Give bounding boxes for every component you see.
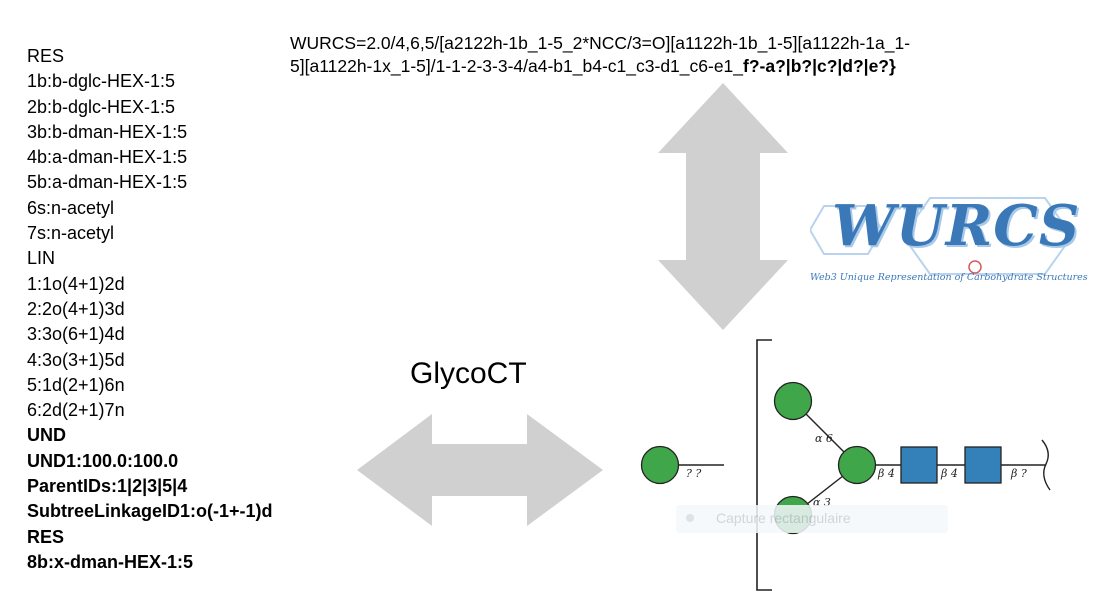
glcnac-square-2 [964, 446, 1002, 484]
wurcs-string: WURCS=2.0/4,6,5/[a2122h-1b_1-5_2*NCC/3=O… [290, 32, 1080, 78]
glycoct-line: UND [27, 425, 66, 446]
glycoct-line: 5:1d(2+1)6n [27, 374, 125, 395]
horizontal-double-arrow [357, 414, 603, 526]
wurcs-line-2: 5][a1122h-1x_1-5]/1-1-2-3-3-4/a4-b1_b4-c… [290, 55, 1080, 78]
glycoct-line: 4b:a-dman-HEX-1:5 [27, 147, 188, 168]
glycoct-title: GlycoCT [410, 357, 527, 390]
mannose-alpha6-circle [773, 381, 813, 421]
wurcs-line-2-bold: f?-a?|b?|c?|d?|e?} [743, 56, 896, 76]
glycoct-line: 2b:b-dglc-HEX-1:5 [27, 96, 176, 117]
glycoct-line: 1b:b-dglc-HEX-1:5 [27, 71, 176, 92]
core-mannose-circle [837, 445, 877, 485]
glycoct-line: ParentIDs:1|2|3|5|4 [27, 476, 188, 497]
capture-overlay[interactable]: Capture rectangulaire [676, 505, 948, 533]
capture-label: Capture rectangulaire [716, 510, 851, 526]
linkage-label-beta4-b: β 4 [940, 467, 958, 480]
glycoct-line: 2:2o(4+1)3d [27, 298, 125, 319]
left-bracket [756, 339, 772, 591]
vertical-double-arrow [658, 83, 788, 330]
glycoct-line: 1:1o(4+1)2d [27, 273, 125, 294]
glycoct-line: 4:3o(3+1)5d [27, 349, 125, 370]
glycoct-line: UND1:100.0:100.0 [27, 450, 179, 471]
wurcs-line-2-normal: 5][a1122h-1x_1-5]/1-1-2-3-3-4/a4-b1_b4-c… [290, 56, 744, 76]
linkage-label-alpha6: α 6 [815, 432, 833, 445]
linkage-label-beta-q: β ? [1010, 467, 1027, 480]
wurcs-logo: WURCS Web3 Unique Representation of Carb… [810, 190, 1088, 300]
wurcs-line-1: WURCS=2.0/4,6,5/[a2122h-1b_1-5_2*NCC/3=O… [290, 33, 911, 53]
logo-wordmark: WURCS [832, 193, 1081, 259]
floating-mannose-circle [640, 445, 680, 485]
glcnac-square-1 [900, 446, 938, 484]
glycoct-line: 6s:n-acetyl [27, 197, 115, 218]
linkage-label-floating: ? ? [686, 467, 701, 480]
glycoct-line: 8b:x-dman-HEX-1:5 [27, 551, 194, 572]
glycoct-line: RES [27, 46, 65, 66]
glycoct-line: LIN [27, 248, 56, 269]
glycoct-line: 6:2d(2+1)7n [27, 400, 125, 421]
logo-hexagon-icon [810, 197, 1074, 275]
glycoct-line: RES [27, 526, 65, 547]
logo-subtitle: Web3 Unique Representation of Carbohydra… [810, 272, 1088, 283]
glycoct-line: 5b:a-dman-HEX-1:5 [27, 172, 188, 193]
glycoct-line: SubtreeLinkageID1:o(-1+-1)d [27, 501, 273, 522]
glycoct-code-block: RES 1b:b-dglc-HEX-1:5 2b:b-dglc-HEX-1:5 3b:… [27, 44, 273, 575]
record-dot-icon [686, 514, 694, 522]
glycoct-line: 3b:b-dman-HEX-1:5 [27, 121, 188, 142]
reducing-end-wave [1041, 439, 1051, 491]
glycoct-line: 7s:n-acetyl [27, 223, 115, 244]
linkage-label-beta4-a: β 4 [877, 467, 895, 480]
glycoct-line: 3:3o(6+1)4d [27, 324, 125, 345]
